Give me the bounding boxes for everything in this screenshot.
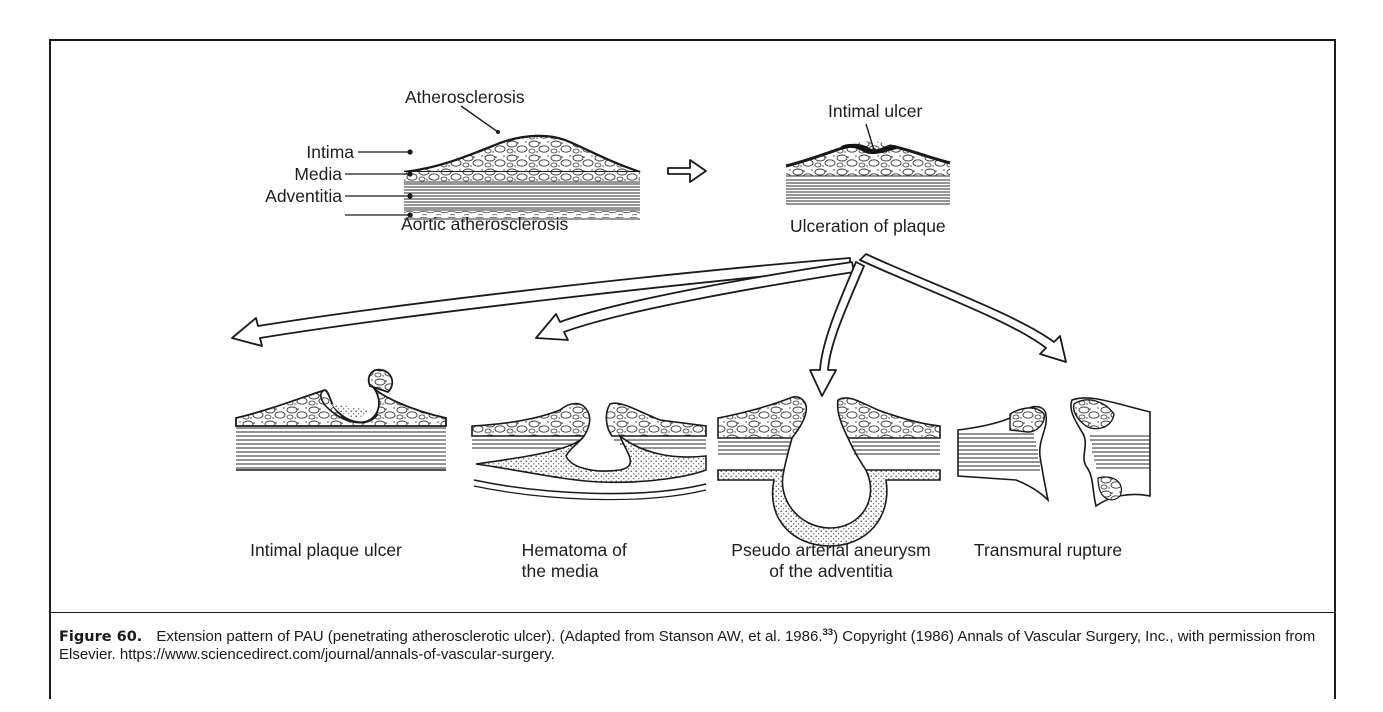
figure-caption: Figure 60. Extension pattern of PAU (pene…: [59, 624, 1325, 664]
outcome-label-pseudo-aneurysm: Pseudo arterial aneurysm of the adventit…: [731, 540, 931, 581]
layer-leader-lines: [345, 149, 413, 218]
aortic-atherosclerosis-caption: Aortic atherosclerosis: [401, 214, 569, 234]
pseudo-arterial-aneurysm-illustration: [717, 396, 941, 547]
media-label: Media: [294, 164, 342, 184]
outcome-label-transmural-rupture: Transmural rupture: [973, 540, 1123, 560]
atherosclerosis-pointer: [460, 105, 499, 133]
ulceration-of-plaque-caption: Ulceration of plaque: [790, 216, 946, 236]
aortic-atherosclerosis-illustration: [403, 134, 641, 220]
progression-arrow-icon: [667, 159, 707, 183]
intima-label: Intima: [306, 142, 354, 162]
figure-frame: [49, 39, 1336, 699]
caption-text-start: Extension pattern of PAU (penetrating at…: [156, 628, 823, 645]
figure-divider: [49, 612, 1336, 613]
hematoma-of-the-media-illustration: [471, 402, 707, 501]
branching-arrows: [231, 253, 1067, 397]
transmural-rupture-illustration: [957, 397, 1151, 508]
figure-number: Figure 60.: [59, 629, 143, 645]
outcome-label-intimal-plaque-ulcer: Intimal plaque ulcer: [250, 540, 402, 560]
caption-text-end: ) Copyright (1986) Annals of Vascular Su…: [59, 628, 1316, 663]
diagram-illustration: [231, 105, 1151, 547]
adventitia-label: Adventitia: [265, 186, 342, 206]
intimal-ulcer-label: Intimal ulcer: [828, 101, 923, 121]
atherosclerosis-label: Atherosclerosis: [405, 87, 525, 107]
ulceration-illustration: [785, 141, 951, 205]
intimal-plaque-ulcer-illustration: [235, 368, 447, 471]
intimal-ulcer-pointer: [865, 123, 875, 151]
outcome-label-hematoma: Hematoma of the media: [521, 540, 627, 581]
reference-number: 33: [822, 627, 834, 638]
